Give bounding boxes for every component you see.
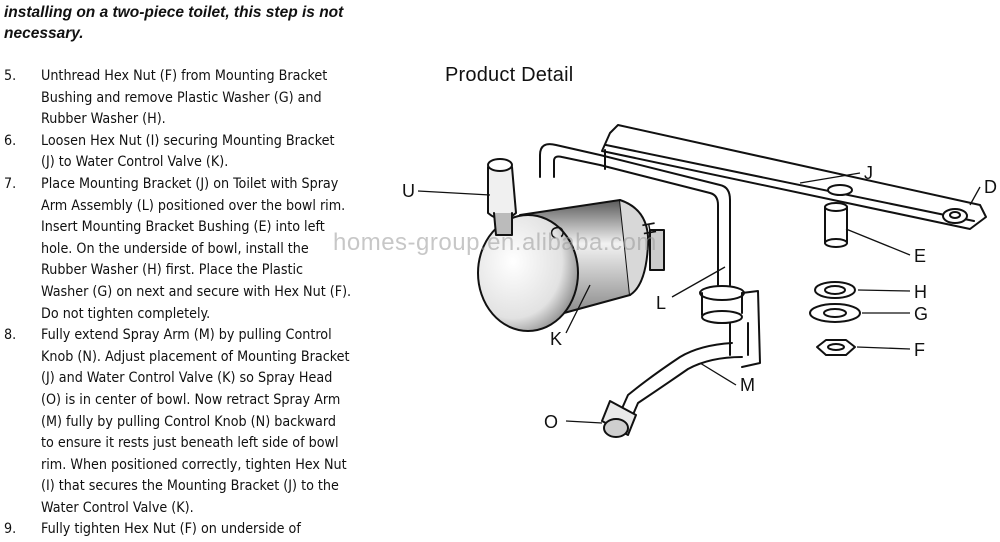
control-knob [487, 158, 517, 236]
mounting-bracket-bushing [824, 202, 848, 248]
instruction-steps: 5. Unthread Hex Nut (F) from Mounting Br… [4, 66, 404, 541]
step-number: 8. [4, 327, 17, 344]
spray-arm-assembly [539, 143, 761, 368]
cold-mark: C [546, 224, 568, 240]
step-line: (J) and Water Control Valve (K) so Spray… [41, 370, 333, 387]
step-line: hole. On the underside of bowl, install … [41, 240, 309, 257]
step-number: 7. [4, 175, 17, 192]
step-line: to ensure it rests just beneath left sid… [41, 435, 339, 452]
step-7: 7. Place Mounting Bracket (J) on Toilet … [4, 174, 404, 325]
step-line: Rubber Washer (H) first. Place the Plast… [41, 262, 304, 279]
step-line: Loosen Hex Nut (I) securing Mounting Bra… [41, 132, 335, 149]
step-line: Place Mounting Bracket (J) on Toilet wit… [41, 175, 339, 192]
step-line: Water Control Valve (K). [41, 499, 194, 516]
step-number: 6. [4, 132, 17, 149]
callout-d: D [984, 177, 997, 197]
step-line: (M) fully by pulling Control Knob (N) ba… [41, 413, 336, 430]
step-line: Rubber Washer (H). [41, 111, 166, 128]
watermark: homes-group.en.alibaba.com [333, 229, 657, 256]
product-detail-diagram: C H U J D E H G F L K M O [402, 124, 997, 438]
callout-m: M [740, 375, 755, 395]
product-detail-title: Product Detail [445, 64, 574, 86]
plastic-washer [809, 303, 861, 323]
step-number: 9. [4, 521, 17, 538]
callout-f: F [914, 340, 925, 360]
step-line: (I) that secures the Mounting Bracket (J… [41, 478, 339, 495]
lead-instruction: installing on a two-piece toilet, this s… [4, 4, 344, 42]
step-line: Knob (N). Adjust placement of Mounting B… [41, 348, 350, 365]
callout-l: L [656, 293, 666, 313]
step-8: 8. Fully extend Spray Arm (M) by pulling… [4, 325, 404, 519]
callout-g: G [914, 304, 928, 324]
spray-arm [619, 342, 743, 418]
callout-h: H [914, 282, 927, 302]
step-line: rim. When positioned correctly, tighten … [41, 456, 347, 473]
spray-head [601, 400, 637, 438]
hot-mark: H [638, 220, 660, 236]
step-line: (J) to Water Control Valve (K). [41, 154, 229, 171]
step-line: Bushing and remove Plastic Washer (G) an… [41, 89, 322, 106]
step-9: 9. Fully tighten Hex Nut (F) on undersid… [4, 519, 404, 541]
callout-k: K [550, 329, 562, 349]
step-line: Arm Assembly (L) positioned over the bow… [41, 197, 346, 214]
step-5: 5. Unthread Hex Nut (F) from Mounting Br… [4, 66, 404, 131]
step-line: Fully extend Spray Arm (M) by pulling Co… [41, 327, 332, 344]
callout-e: E [914, 246, 926, 266]
callout-u: U [402, 181, 415, 201]
step-line: (O) is in center of bowl. Now retract Sp… [41, 391, 341, 408]
step-line: Washer (G) on next and secure with Hex N… [41, 283, 352, 300]
rubber-washer [814, 281, 856, 299]
step-number: 5. [4, 68, 17, 84]
callout-o: O [544, 412, 558, 432]
mounting-bracket [601, 124, 987, 230]
step-6: 6. Loosen Hex Nut (I) securing Mounting … [4, 131, 404, 174]
water-control-valve [477, 199, 665, 332]
callout-j: J [864, 163, 873, 183]
hex-nut [816, 339, 856, 356]
step-line: Insert Mounting Bracket Bushing (E) into… [41, 219, 325, 236]
step-line: Fully tighten Hex Nut (F) on underside o… [41, 521, 301, 538]
step-line: Unthread Hex Nut (F) from Mounting Brack… [41, 68, 328, 84]
step-line: Do not tighten completely. [41, 305, 211, 322]
